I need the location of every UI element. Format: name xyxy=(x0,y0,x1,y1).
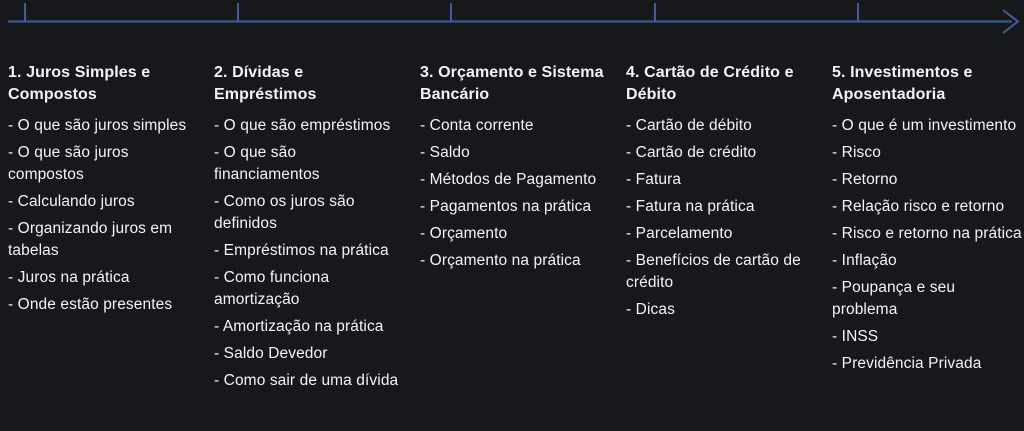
topic-item: - Benefícios de cartão de crédito xyxy=(626,252,801,292)
arrowhead-icon xyxy=(1002,9,1020,34)
module-title: 1. Juros Simples e Compostos xyxy=(8,64,151,104)
topic-item: - Juros na prática xyxy=(8,269,130,287)
topic-item: - INSS xyxy=(832,328,879,346)
topic-item: - Cartão de crédito xyxy=(626,144,757,162)
topic-item: - Inflação xyxy=(832,252,897,270)
module-column: 5. Investimentos e Aposentadoria - O que… xyxy=(832,62,1022,397)
module-title: 2. Dívidas e Empréstimos xyxy=(214,64,317,104)
topic-item: - O que são juros compostos xyxy=(8,144,129,184)
module-topic-list: - Conta corrente - Saldo - Métodos de Paga… xyxy=(420,115,610,272)
topic-item: - Saldo Devedor xyxy=(214,345,328,363)
topic-item: - Calculando juros xyxy=(8,193,135,211)
topic-item: - Risco xyxy=(832,144,881,162)
module-column: 1. Juros Simples e Compostos - O que são… xyxy=(8,62,198,397)
topic-item: - Parcelamento xyxy=(626,225,733,243)
topic-item: - Métodos de Pagamento xyxy=(420,171,597,189)
topic-item: - Risco e retorno na prática xyxy=(832,225,1022,243)
module-column: 2. Dívidas e Empréstimos - O que são emp… xyxy=(214,62,404,397)
module-title: 4. Cartão de Crédito e Débito xyxy=(626,64,794,104)
module-column: 4. Cartão de Crédito e Débito - Cartão d… xyxy=(626,62,816,397)
module-topic-list: - O que é um investimento - Risco - Retorn… xyxy=(832,115,1022,375)
topic-item: - Dicas xyxy=(626,301,675,319)
timeline-arrow xyxy=(8,3,1020,34)
module-topic-list: - Cartão de débito - Cartão de crédito - F… xyxy=(626,115,816,321)
topic-item: - Conta corrente xyxy=(420,117,534,135)
curriculum-columns: 1. Juros Simples e Compostos - O que são… xyxy=(8,62,1022,397)
topic-item: - Fatura na prática xyxy=(626,198,755,216)
topic-item: - Orçamento xyxy=(420,225,508,243)
topic-item: - Relação risco e retorno xyxy=(832,198,1005,216)
topic-item: - Onde estão presentes xyxy=(8,296,173,314)
topic-item: - Previdência Privada xyxy=(832,355,982,373)
topic-item: - Organizando juros em tabelas xyxy=(8,220,173,260)
topic-item: - Orçamento na prática xyxy=(420,252,581,270)
module-title: 3. Orçamento e Sistema Bancário xyxy=(420,64,604,104)
topic-item: - Retorno xyxy=(832,171,898,189)
module-column: 3. Orçamento e Sistema Bancário - Conta … xyxy=(420,62,610,397)
topic-item: - Saldo xyxy=(420,144,470,162)
topic-item: - O que são juros simples xyxy=(8,117,187,135)
topic-item: - O que é um investimento xyxy=(832,117,1017,135)
topic-item: - Cartão de débito xyxy=(626,117,752,135)
topic-item: - O que são financiamentos xyxy=(214,144,320,184)
module-topic-list: - O que são empréstimos - O que são finan… xyxy=(214,115,404,392)
module-topic-list: - O que são juros simples - O que são jur… xyxy=(8,115,198,316)
topic-item: - Amortização na prática xyxy=(214,318,384,336)
topic-item: - Pagamentos na prática xyxy=(420,198,592,216)
topic-item: - Como funciona amortização xyxy=(214,269,330,309)
module-title: 5. Investimentos e Aposentadoria xyxy=(832,64,973,104)
topic-item: - Empréstimos na prática xyxy=(214,242,389,260)
topic-item: - Fatura xyxy=(626,171,682,189)
topic-item: - Como sair de uma dívida xyxy=(214,372,399,390)
topic-item: - O que são empréstimos xyxy=(214,117,391,135)
topic-item: - Poupança e seu problema xyxy=(832,279,956,319)
topic-item: - Como os juros são definidos xyxy=(214,193,355,233)
